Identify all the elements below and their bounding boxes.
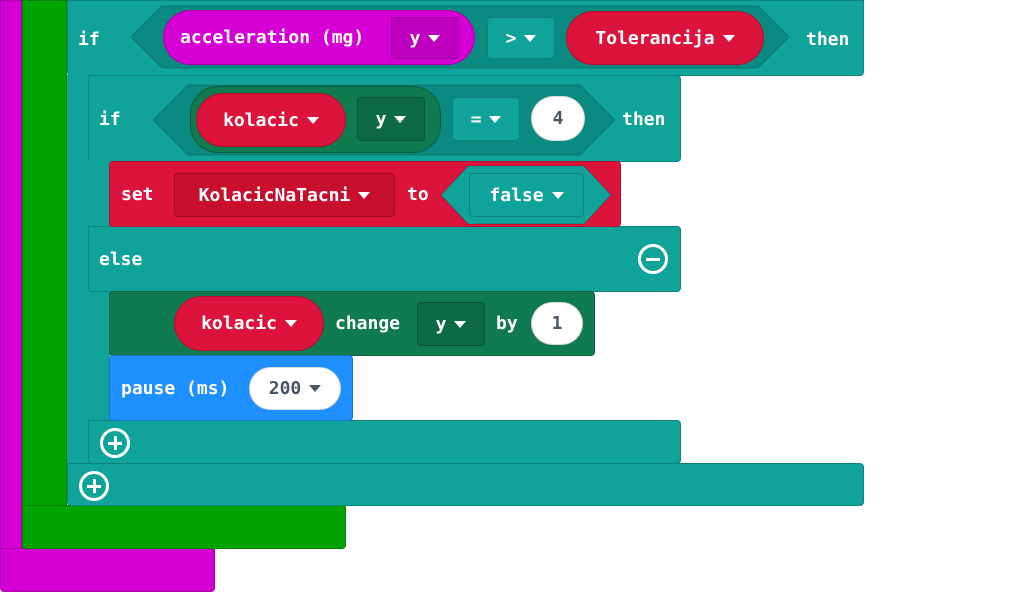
chevron-down-icon xyxy=(722,34,735,42)
change-sprite-label: kolacic xyxy=(201,313,277,334)
boolean-value-dropdown[interactable]: false xyxy=(469,173,584,217)
compare-number-value: 4 xyxy=(552,108,564,129)
pause-label: pause (ms) xyxy=(121,378,230,399)
plus-circle-icon[interactable] xyxy=(100,428,130,458)
equals-operator-value: = xyxy=(470,108,482,130)
chevron-down-icon xyxy=(394,115,407,123)
inner-if-keyword: if xyxy=(99,109,121,130)
chevron-down-icon xyxy=(358,191,371,199)
outer-then-keyword: then xyxy=(806,29,850,50)
change-property-dropdown[interactable]: y xyxy=(417,302,485,346)
else-keyword: else xyxy=(99,249,143,270)
chevron-down-icon xyxy=(306,116,319,124)
chevron-down-icon xyxy=(309,385,322,392)
set-keyword: set xyxy=(121,184,154,205)
chevron-down-icon xyxy=(284,320,297,327)
pause-duration-value: 200 xyxy=(268,378,302,399)
inner-if-block-footer[interactable] xyxy=(88,420,681,464)
sprite-property-value: y xyxy=(375,108,387,130)
inner-then-keyword: then xyxy=(622,109,666,130)
change-property-value: y xyxy=(435,313,447,335)
acceleration-axis-dropdown[interactable]: y xyxy=(391,17,459,59)
change-amount-value: 1 xyxy=(551,313,563,334)
chevron-down-icon xyxy=(489,115,502,123)
tolerancija-variable-block[interactable]: Tolerancija xyxy=(566,11,764,65)
magenta-event-block-side[interactable] xyxy=(0,0,22,560)
pause-duration-dropdown[interactable]: 200 xyxy=(249,367,341,410)
to-keyword: to xyxy=(407,184,429,205)
set-variable-dropdown[interactable]: KolacicNaTacni xyxy=(174,173,395,217)
outer-if-block-footer[interactable] xyxy=(67,463,864,506)
change-sprite-dropdown[interactable]: kolacic xyxy=(174,296,324,351)
green-loop-block-side[interactable] xyxy=(22,0,67,548)
green-loop-block-bottom[interactable] xyxy=(22,505,346,549)
inner-else-block[interactable] xyxy=(88,226,681,292)
boolean-value: false xyxy=(489,184,544,206)
change-amount-input[interactable]: 1 xyxy=(531,302,583,345)
kolacic-label: kolacic xyxy=(223,109,299,131)
chevron-down-icon xyxy=(428,34,441,42)
chevron-down-icon xyxy=(524,34,537,42)
plus-circle-icon[interactable] xyxy=(79,471,109,501)
change-keyword: change xyxy=(335,313,401,334)
compare-operator-value: > xyxy=(505,27,517,49)
magenta-event-block-bottom[interactable] xyxy=(0,548,215,592)
acceleration-axis-value: y xyxy=(409,27,421,49)
outer-if-keyword: if xyxy=(78,29,100,50)
chevron-down-icon xyxy=(551,191,564,199)
outer-if-block-side xyxy=(67,75,89,465)
kolacic-sprite-dropdown[interactable]: kolacic xyxy=(196,93,346,147)
chevron-down-icon xyxy=(454,320,467,328)
compare-operator-dropdown[interactable]: > xyxy=(487,17,555,59)
acceleration-label: acceleration (mg) xyxy=(180,27,365,48)
sprite-property-dropdown[interactable]: y xyxy=(357,97,425,141)
minus-circle-icon[interactable] xyxy=(638,244,668,274)
by-keyword: by xyxy=(496,313,518,334)
tolerancija-label: Tolerancija xyxy=(595,27,715,49)
equals-operator-dropdown[interactable]: = xyxy=(452,97,520,141)
compare-number-input[interactable]: 4 xyxy=(531,96,585,141)
set-variable-name: KolacicNaTacni xyxy=(198,184,351,206)
